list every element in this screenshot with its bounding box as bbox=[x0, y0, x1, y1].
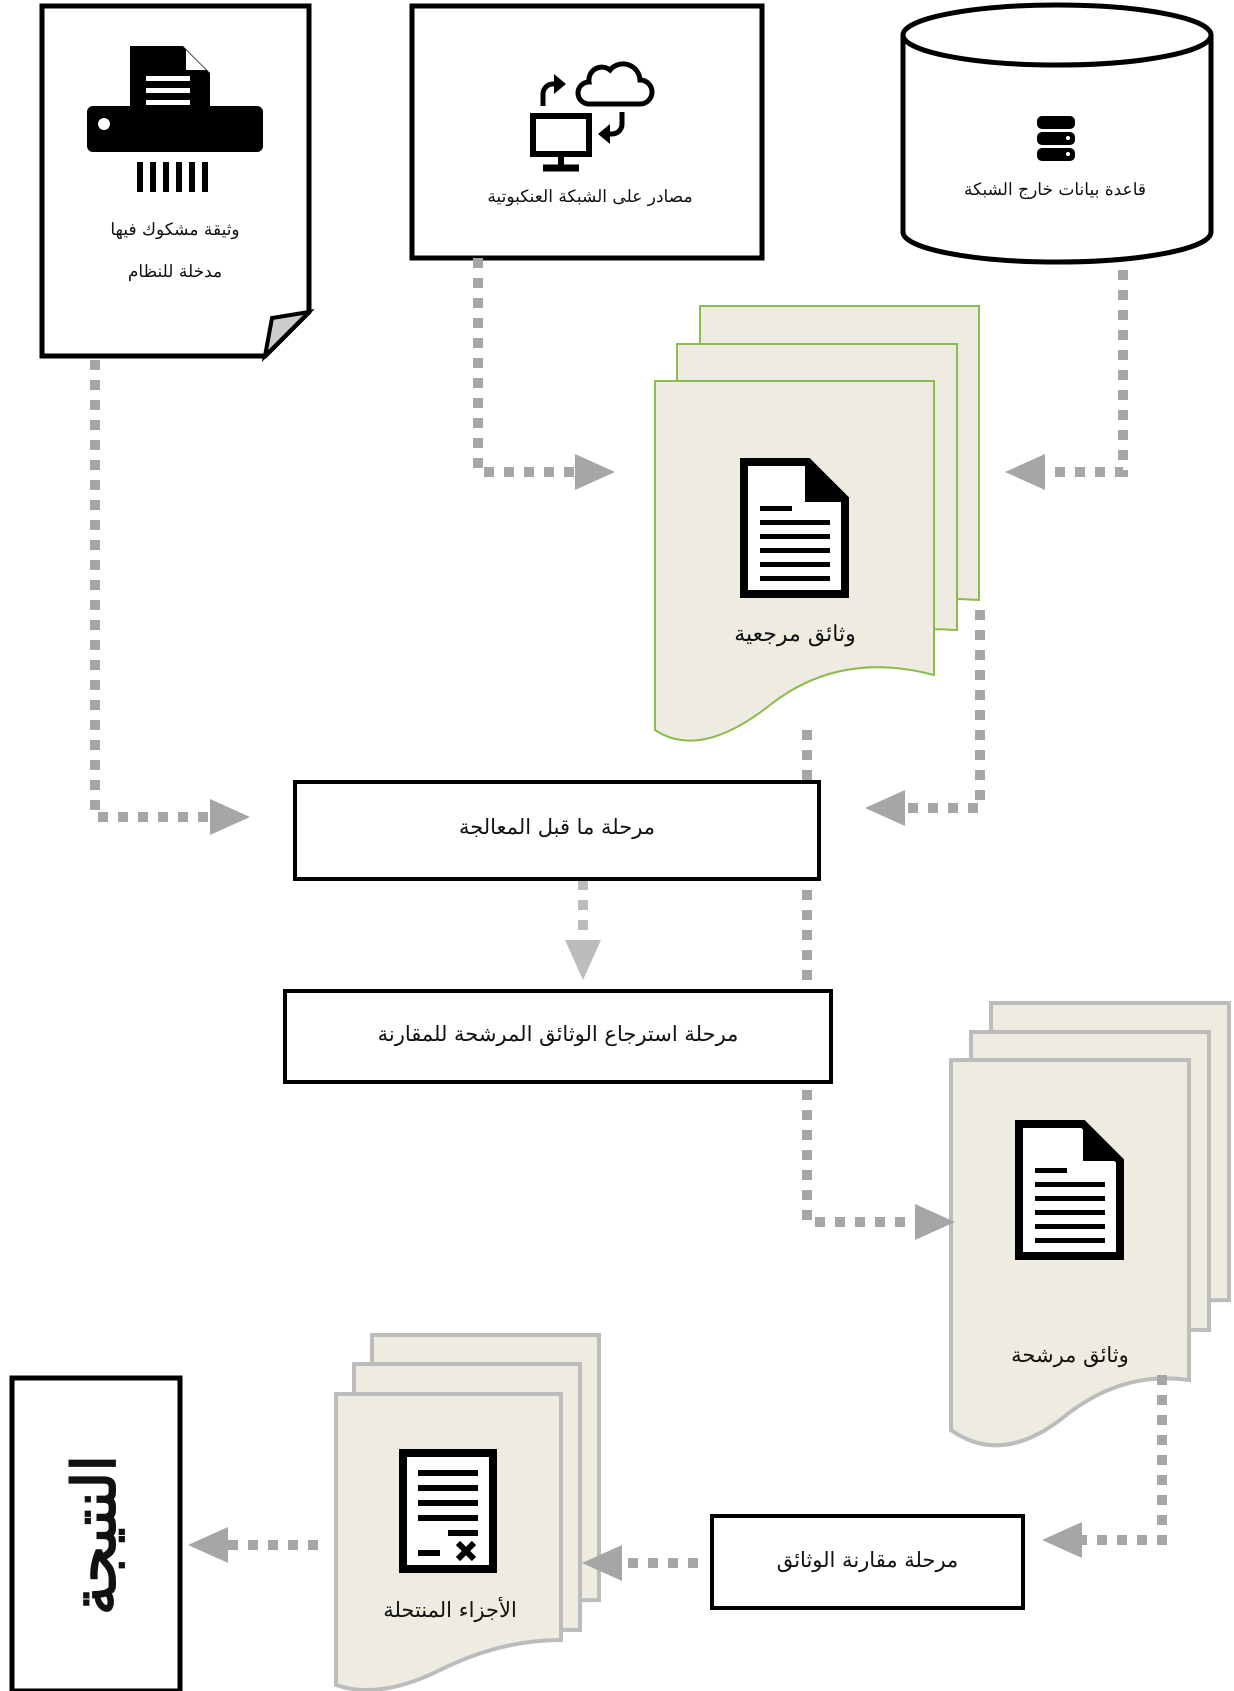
comparison-box bbox=[710, 1514, 1025, 1610]
sync-arrow-icon bbox=[598, 124, 610, 144]
result-box bbox=[9, 1375, 183, 1691]
comparison-label: مرحلة مقارنة الوثائق bbox=[776, 1548, 959, 1572]
reference-docs-label: وثائق مرجعية bbox=[734, 622, 856, 647]
connector-arrowheads bbox=[188, 454, 1082, 1581]
connector-lines bbox=[90, 258, 1167, 1568]
suspect-doc-label-line1: وثيقة مشكوك فيها bbox=[110, 220, 240, 240]
preprocessing-label: مرحلة ما قبل المعالجة bbox=[458, 815, 656, 839]
preprocessing-box bbox=[293, 780, 821, 881]
candidate-docs-label: وثائق مرشحة bbox=[1011, 1343, 1129, 1367]
candidate-retrieval-label: مرحلة استرجاع الوثائق المرشحة للمقارنة bbox=[377, 1022, 739, 1046]
result-label: النتيجة bbox=[60, 1454, 130, 1616]
cloud-sync-computer-icon bbox=[530, 61, 655, 172]
rejected-document-icon bbox=[399, 1449, 497, 1573]
plagiarized-parts-label: الأجزاء المنتحلة bbox=[383, 1598, 517, 1622]
document-icon bbox=[1015, 1120, 1124, 1260]
printer-shredder-icon bbox=[87, 46, 263, 192]
suspect-doc-label-line2: مدخلة للنظام bbox=[127, 262, 223, 282]
candidate-retrieval-box bbox=[283, 989, 833, 1084]
suspect-document-shape bbox=[39, 3, 315, 362]
offline-db-label: قاعدة بيانات خارج الشبكة bbox=[963, 180, 1147, 200]
document-icon bbox=[740, 458, 849, 598]
web-sources-label: مصادر على الشبكة العنكبوتية bbox=[487, 187, 693, 207]
sync-arrow-icon bbox=[554, 74, 566, 94]
database-icon bbox=[1037, 116, 1075, 161]
